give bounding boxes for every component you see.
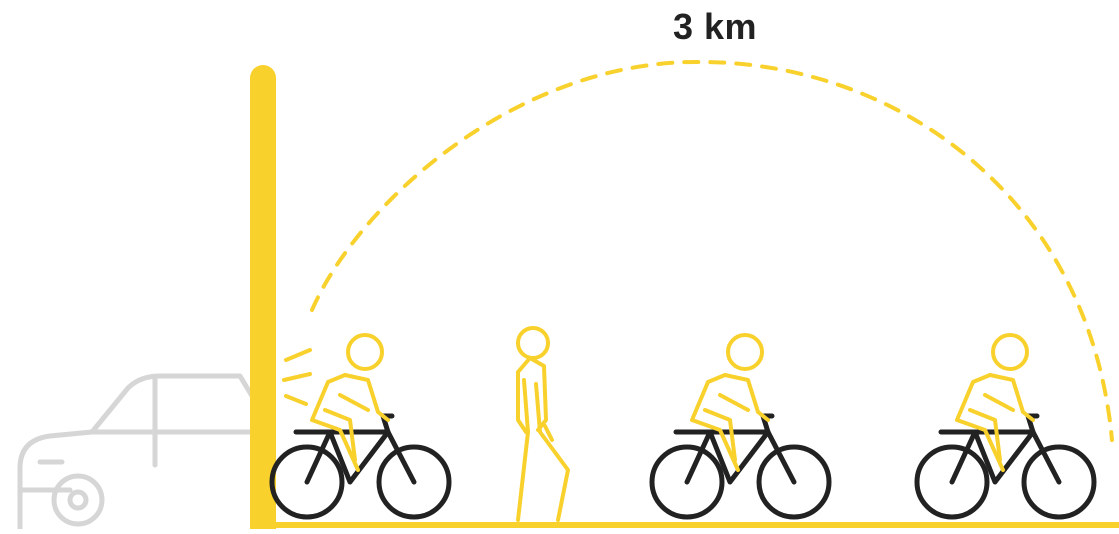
range-arc — [312, 62, 1112, 440]
cyclist-icon — [272, 335, 449, 517]
pedestrian-icon — [518, 328, 568, 520]
car-icon — [20, 376, 264, 529]
cyclist-icon — [917, 335, 1094, 517]
impact-lines-icon — [284, 350, 310, 404]
cyclist-icon — [652, 335, 829, 517]
distance-label: 3 km — [600, 6, 830, 48]
